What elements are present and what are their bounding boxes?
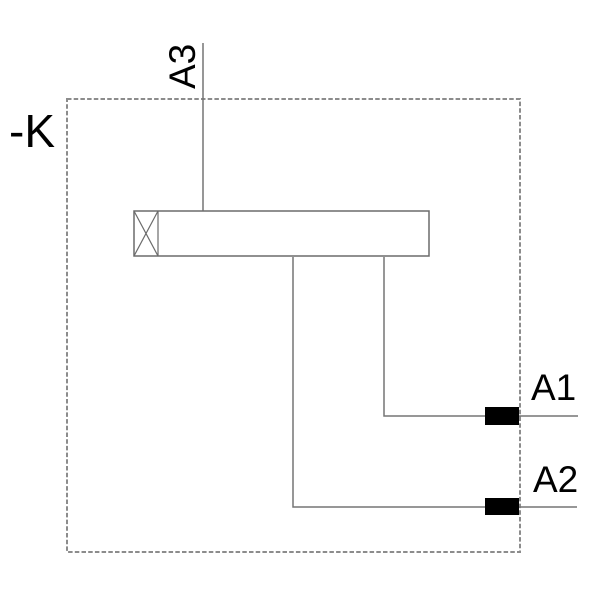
device-tag-label: -K bbox=[9, 105, 55, 157]
terminal-a1-connector bbox=[485, 407, 519, 425]
terminal-a2-label: A2 bbox=[533, 459, 579, 500]
terminal-a3-label: A3 bbox=[162, 43, 203, 89]
coil-x-box-diagonal-2 bbox=[133, 210, 159, 257]
coil-body bbox=[133, 210, 430, 257]
terminal-a1-label: A1 bbox=[531, 367, 577, 408]
terminal-a2-lead bbox=[292, 257, 577, 508]
terminal-a2-connector bbox=[485, 498, 519, 515]
dashed-enclosure-border bbox=[66, 98, 521, 553]
